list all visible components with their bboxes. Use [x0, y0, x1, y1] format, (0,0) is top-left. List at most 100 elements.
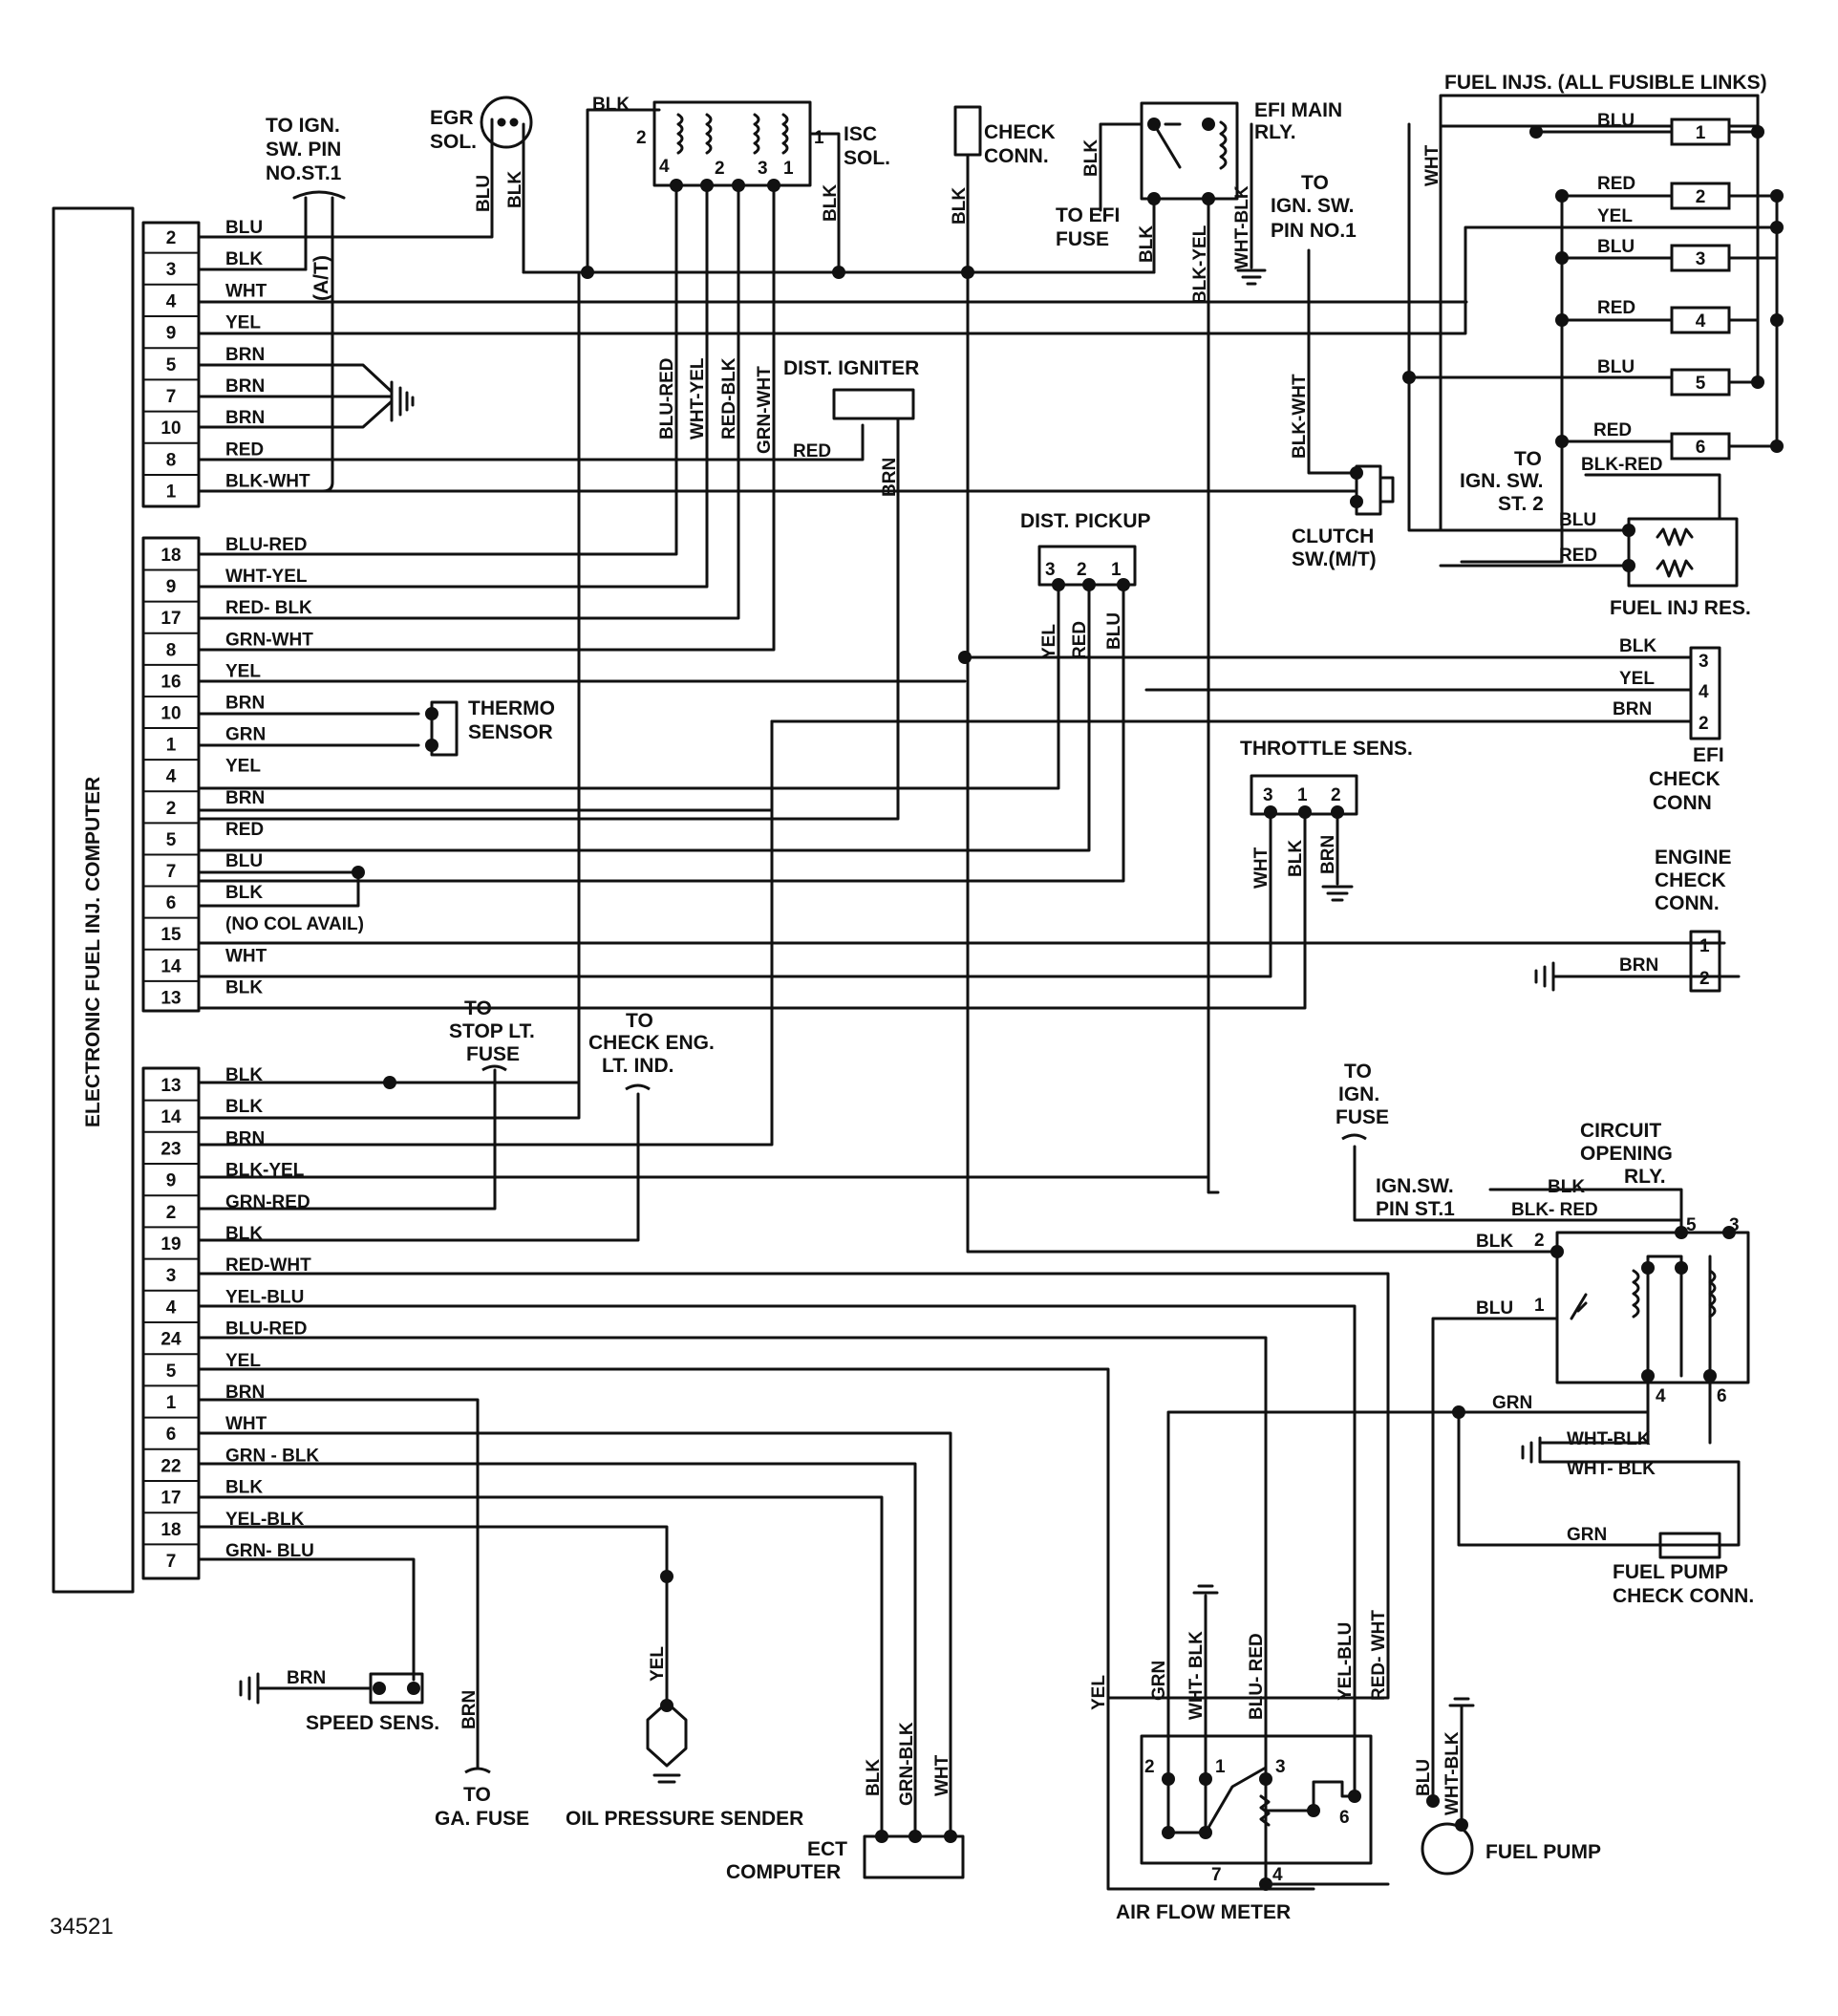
ecu-pin-number: 13	[160, 1076, 181, 1096]
wire-l-yel-blu4	[197, 1304, 1357, 1798]
wl-speed-brn: BRN	[287, 1668, 326, 1688]
wl-pickup-blu: BLU	[1104, 612, 1124, 650]
ecu-wire-label: YEL	[225, 1351, 261, 1371]
ecu-wire-label: GRN-WHT	[225, 630, 313, 650]
wl-thr-brn: BRN	[1318, 835, 1338, 874]
ecu-wire-label: WHT	[225, 281, 267, 301]
wl-res-red: RED	[1559, 546, 1597, 566]
rly-coil1	[1632, 1269, 1640, 1319]
ecu-wire-label: RED	[225, 820, 264, 840]
isc-sol-l2: SOL.	[844, 147, 890, 169]
wl-clutch-blk-wht: BLK-WHT	[1290, 374, 1310, 459]
eng-chk-pin-2: 2	[1699, 969, 1710, 989]
injector-boxes	[1670, 118, 1731, 461]
wl-isc-blu-red: BLU-RED	[657, 358, 677, 440]
ecu-wire-label: BRN	[225, 788, 265, 808]
ect-l1: ECT	[807, 1838, 847, 1860]
wl-efi-chk-blk: BLK	[1619, 636, 1656, 656]
ecu-pin-number: 1	[166, 1393, 177, 1413]
wl-afm-yel-blu: YEL-BLU	[1336, 1622, 1356, 1701]
wl-efi-fuse-blk: BLK	[1081, 139, 1101, 177]
wl-isc-grn-wht: GRN-WHT	[755, 366, 775, 454]
wire-u-brn5	[197, 363, 394, 394]
efi-check-conn-l1: EFI	[1693, 744, 1724, 766]
ecu-pin-number: 9	[166, 1171, 177, 1191]
thermo-sensor-l1: THERMO	[468, 697, 555, 719]
ecu-wire-label: BLU	[225, 218, 263, 238]
wl-efi-chk-brn: BRN	[1613, 699, 1652, 719]
wire-l-brn23	[197, 719, 774, 1147]
ecu-wire-label: BRN	[225, 694, 265, 714]
ecu-pin-number: 2	[166, 799, 177, 819]
wire-l-wht6	[197, 1431, 952, 1838]
pickup-red	[197, 583, 1091, 852]
to-ign-fuse-l1: TO	[1344, 1061, 1372, 1083]
circuit-rly-l1: CIRCUIT	[1580, 1120, 1661, 1142]
wl-rly-blk2: BLK	[1476, 1232, 1513, 1252]
isc-blk-right	[808, 132, 841, 274]
ecu-pin-number: 2	[166, 228, 177, 248]
afm-int-1	[1166, 1766, 1268, 1886]
ecu-pin-number: 23	[160, 1139, 181, 1159]
isc-pin-1: 1	[814, 128, 824, 148]
thr-pin-2: 2	[1331, 785, 1341, 805]
wl-inj2-red: RED	[1597, 174, 1635, 194]
injector-number: 2	[1696, 187, 1706, 207]
wl-efi-chk-yel: YEL	[1619, 669, 1655, 689]
clutch-sw-l2: SW.(M/T)	[1292, 548, 1377, 570]
wl-igniter-red: RED	[793, 441, 831, 461]
injector-number: 1	[1696, 123, 1706, 143]
afm-pin-3: 3	[1275, 1757, 1286, 1777]
wl-eng-chk-brn: BRN	[1619, 955, 1658, 976]
to-stop-lt-l3: FUSE	[466, 1043, 520, 1065]
injector-number: 5	[1696, 374, 1706, 394]
afm-pin-6: 6	[1339, 1808, 1350, 1828]
ecu-wire-label: RED- BLK	[225, 598, 312, 618]
ecu-pin-number: 9	[166, 324, 177, 344]
wl-efi-rly-blk: BLK	[1137, 225, 1157, 263]
to-ign-sw-pin1-l2: IGN. SW.	[1271, 195, 1355, 217]
wl-inj6-red: RED	[1593, 420, 1632, 440]
to-efi-fuse-l2: FUSE	[1056, 228, 1109, 250]
engine-check-l2: CHECK	[1655, 869, 1726, 891]
fuel-inj-res-label: FUEL INJ RES.	[1610, 597, 1751, 619]
wl-inj5-blu: BLU	[1597, 357, 1635, 377]
ecu-wire-label: YEL	[225, 757, 261, 777]
ecu-pin-number: 15	[160, 925, 182, 945]
wl-inj3-blu: BLU	[1597, 237, 1635, 257]
ecu-pin-number: 9	[166, 577, 177, 597]
wl-thr-blk: BLK	[1286, 840, 1306, 877]
fuel-pump-body	[1421, 1822, 1474, 1876]
isc-red-blk	[197, 183, 740, 620]
wl-ect-grn-blk: GRN-BLK	[897, 1722, 917, 1806]
ecu-wire-label: WHT-YEL	[225, 567, 308, 587]
pickup-pin-2: 2	[1077, 560, 1087, 580]
air-flow-meter-label: AIR FLOW METER	[1116, 1901, 1291, 1923]
ecu-wire-label: BLK-WHT	[225, 472, 310, 492]
isc-sol-l1: ISC	[844, 123, 877, 145]
isc-pin-2: 2	[636, 128, 647, 148]
afm-grn	[1166, 1410, 1461, 1781]
isc-coil-2: 2	[715, 159, 725, 179]
ecu-pin-number: 8	[166, 640, 177, 660]
isc-coil-4: 4	[659, 157, 670, 177]
injector-number: 4	[1696, 311, 1706, 332]
thermo-sensor-l2: SENSOR	[468, 721, 553, 743]
res-blk-red	[1584, 473, 1721, 521]
wl-isc-wht-yel: WHT-YEL	[688, 357, 708, 440]
clutch-blk-wht	[1307, 248, 1358, 475]
rly-pin-6: 6	[1717, 1386, 1727, 1406]
isc-blk-top	[586, 108, 661, 274]
ecu-pin-number: 16	[160, 672, 181, 692]
ecu-pin-number: 17	[160, 609, 181, 629]
rly-blu	[1431, 1317, 1559, 1803]
ect-l2: COMPUTER	[726, 1861, 841, 1883]
ecu-wire-label: BRN	[225, 345, 265, 365]
ecu-pin-number: 1	[166, 736, 177, 756]
to-check-eng-l1: TO	[626, 1010, 653, 1032]
to-ign-fuse-l2: IGN.	[1338, 1083, 1379, 1105]
fuel-pump-check-conn-body	[1658, 1532, 1721, 1559]
wl-res-blu: BLU	[1559, 510, 1596, 530]
ecu-wire-label: BLK	[225, 249, 263, 269]
pickup-yel	[197, 583, 1060, 790]
